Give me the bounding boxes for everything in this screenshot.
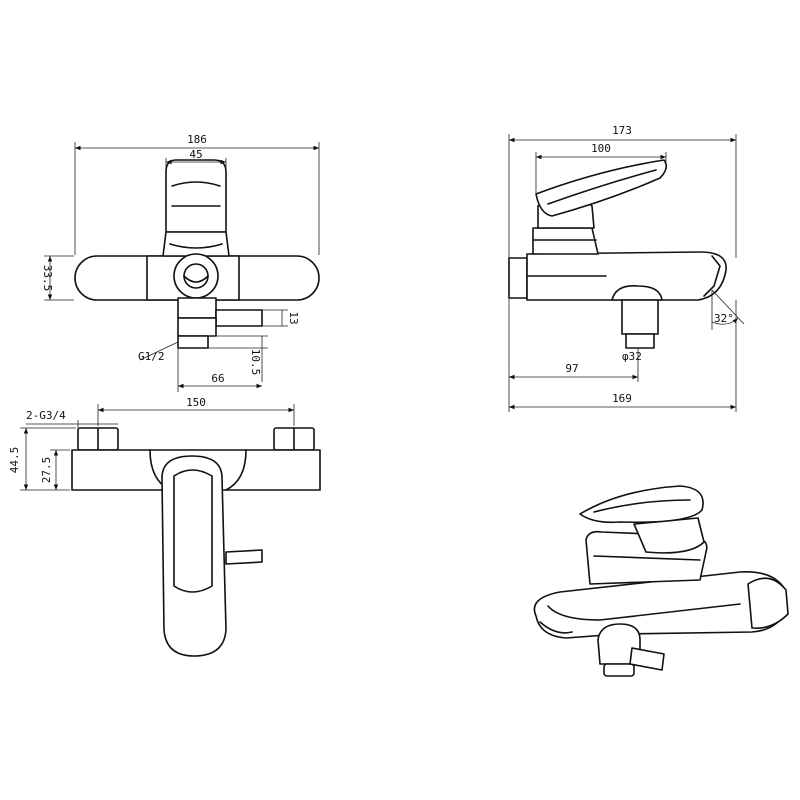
- side-view: 173 100 32° φ32 97 169: [508, 124, 745, 412]
- dim-handle-width: 45: [189, 148, 202, 161]
- dim-angle: 32°: [714, 312, 734, 325]
- dim-outlet-drop: 10.5: [249, 349, 262, 376]
- top-view: 186 45 33.5 13 G1/2 10.5 66: [41, 133, 320, 392]
- dim-outlet-offset: 66: [211, 372, 224, 385]
- dim-total-length: 173: [612, 124, 632, 137]
- dim-inlet-spacing: 150: [186, 396, 206, 409]
- front-view: 150 2-G3/4 44.5 27.5: [8, 396, 321, 657]
- dim-body-length: 169: [612, 392, 632, 405]
- dim-overall-height: 44.5: [8, 447, 21, 474]
- dim-outlet-diameter: φ32: [622, 350, 642, 363]
- label-inlet-thread: G1/2: [138, 350, 165, 363]
- dim-outlet-position: 97: [565, 362, 578, 375]
- dim-spout-offset: 13: [287, 311, 300, 324]
- label-inlet-thread-pair: 2-G3/4: [26, 409, 66, 422]
- dim-overall-width: 186: [187, 133, 207, 146]
- isometric-view: [533, 485, 789, 677]
- dim-handle-length: 100: [591, 142, 611, 155]
- dim-body-height: 33.5: [41, 265, 54, 292]
- dim-body-height-front: 27.5: [40, 457, 53, 484]
